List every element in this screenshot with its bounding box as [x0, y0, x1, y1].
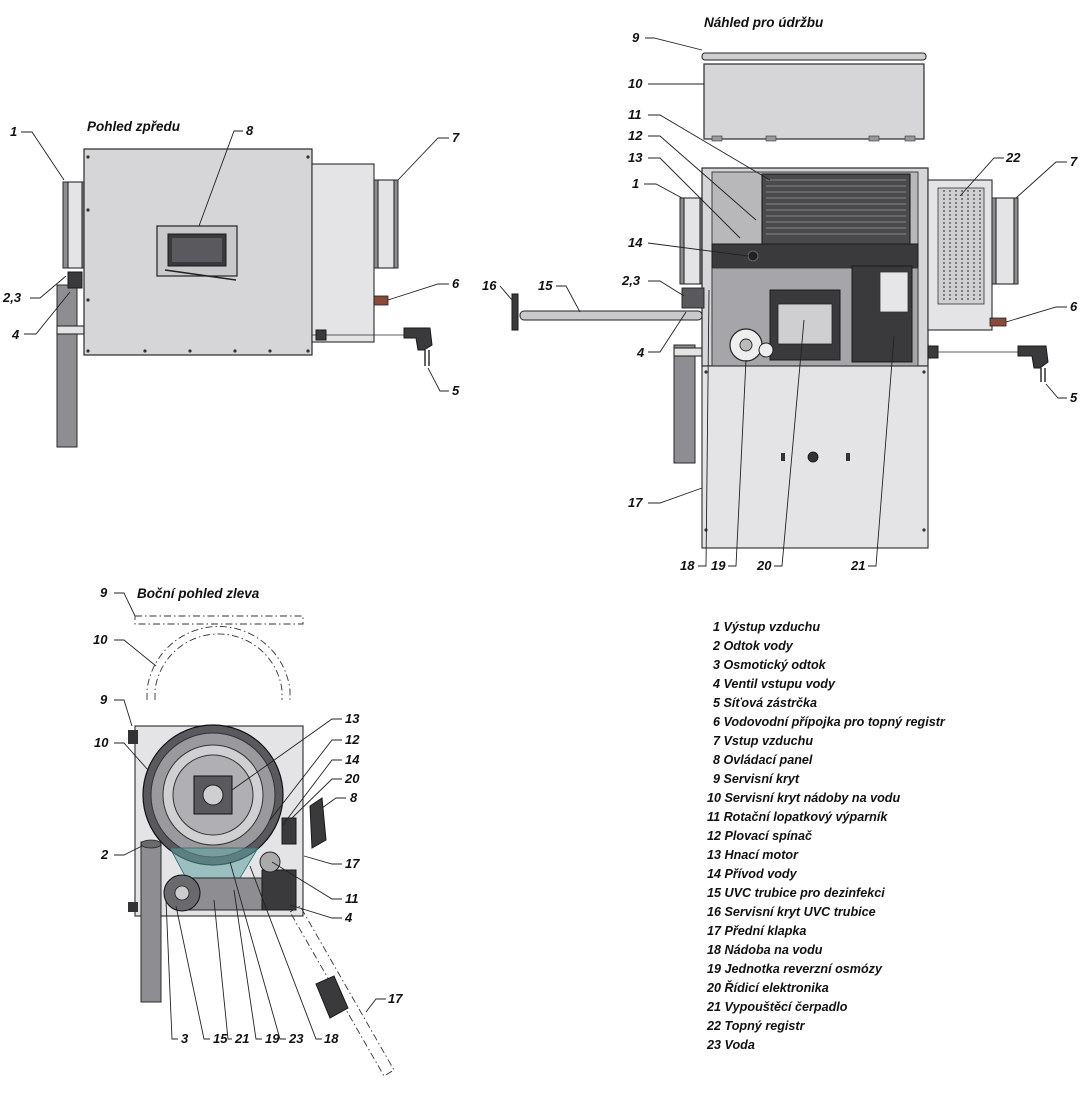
front-power-plug: [403, 327, 433, 351]
legend-item: 9 Servisní kryt: [713, 772, 800, 786]
callout-label: 20: [756, 558, 772, 573]
callout-label: 21: [234, 1031, 249, 1046]
legend-item: 19 Jednotka reverzní osmózy: [707, 962, 883, 976]
legend-item: 21 Vypouštěcí čerpadlo: [706, 1000, 848, 1014]
side-service-cover: [134, 615, 304, 625]
legend: 1 Výstup vzduchu 2 Odtok vody 3 Osmotick…: [706, 620, 946, 1052]
service-cover: [701, 52, 927, 61]
legend-item: 1 Výstup vzduchu: [713, 620, 820, 634]
legend-item: 22 Topný registr: [706, 1019, 806, 1033]
legend-item: 7 Vstup vzduchu: [713, 734, 813, 748]
legend-item: 15 UVC trubice pro dezinfekci: [707, 886, 885, 900]
callout-label: 19: [711, 558, 726, 573]
callout-label: 8: [350, 790, 358, 805]
callout-label: 2,3: [2, 290, 22, 305]
callout-label: 18: [680, 558, 695, 573]
side-tank-cover: [146, 626, 291, 700]
side-support-pole: [140, 841, 162, 1003]
tank-service-cover: [703, 63, 925, 140]
uvc-tube: [519, 310, 703, 321]
legend-item: 11 Rotační lopatkový výparník: [707, 810, 888, 824]
callout-label: 2,3: [621, 273, 641, 288]
callout-label: 11: [628, 107, 642, 122]
legend-item: 16 Servisní kryt UVC trubice: [707, 905, 876, 919]
callout-label: 12: [628, 128, 643, 143]
legend-item: 4 Ventil vstupu vody: [712, 677, 836, 691]
callout-label: 10: [628, 76, 643, 91]
callout-label: 13: [345, 711, 360, 726]
legend-item: 2 Odtok vody: [712, 639, 794, 653]
callout-label: 7: [1070, 154, 1078, 169]
heating-register: [937, 187, 985, 305]
callout-label: 2: [100, 847, 109, 862]
legend-item: 5 Síťová zástrčka: [713, 696, 817, 710]
callout-label: 4: [636, 345, 645, 360]
callout-label: 10: [94, 735, 109, 750]
side-front-flap: [289, 905, 395, 1077]
callout-label: 18: [324, 1031, 339, 1046]
rotary-evaporator: [761, 173, 911, 245]
callout-label: 7: [452, 130, 460, 145]
legend-item: 17 Přední klapka: [707, 924, 806, 938]
maintenance-view-title: Náhled pro údržbu: [704, 15, 824, 30]
maint-support-pole: [673, 344, 696, 464]
callout-label: 9: [100, 692, 108, 707]
legend-item: 23 Voda: [706, 1038, 755, 1052]
callout-label: 17: [388, 991, 403, 1006]
callout-label: 1: [10, 124, 17, 139]
callout-label: 21: [850, 558, 865, 573]
callout-label: 22: [1005, 150, 1021, 165]
callout-label: 14: [345, 752, 360, 767]
legend-item: 12 Plovací spínač: [707, 829, 812, 843]
callout-label: 15: [538, 278, 553, 293]
callout-label: 12: [345, 732, 360, 747]
legend-item: 8 Ovládací panel: [713, 753, 813, 767]
legend-item: 14 Přívod vody: [707, 867, 798, 881]
front-heating-connection: [373, 295, 389, 306]
callout-label: 9: [632, 30, 640, 45]
side-control-panel: [309, 797, 327, 849]
maintenance-view: Náhled pro údržbu: [482, 15, 1078, 573]
callout-label: 5: [1070, 390, 1078, 405]
legend-item: 3 Osmotický odtok: [713, 658, 827, 672]
front-view: Pohled zpředu: [2, 119, 460, 448]
front-view-title: Pohled zpředu: [87, 119, 181, 134]
callout-label: 11: [345, 891, 359, 906]
legend-item: 20 Řídicí elektronika: [706, 980, 829, 995]
front-support-pole: [56, 284, 78, 448]
callout-label: 19: [265, 1031, 280, 1046]
water-inlet-port: [747, 250, 759, 262]
callout-label: 4: [344, 910, 353, 925]
callout-label: 13: [628, 150, 643, 165]
callout-label: 10: [93, 632, 108, 647]
callout-label: 8: [246, 123, 254, 138]
callout-label: 6: [452, 276, 460, 291]
maint-power-plug: [1017, 345, 1049, 369]
water-tank-band: [711, 243, 919, 269]
callout-label: 23: [288, 1031, 304, 1046]
callout-label: 17: [628, 495, 643, 510]
uvc-tube-cover: [511, 293, 519, 331]
side-view-title: Boční pohled zleva: [137, 586, 260, 601]
callout-label: 5: [452, 383, 460, 398]
front-duct-section: [311, 163, 375, 343]
callout-label: 4: [11, 327, 20, 342]
callout-label: 17: [345, 856, 360, 871]
side-view: Boční pohled zleva 9: [93, 585, 403, 1077]
legend-item: 6 Vodovodní přípojka pro topný registr: [713, 715, 946, 729]
callout-label: 1: [632, 176, 639, 191]
callout-label: 20: [344, 771, 360, 786]
legend-item: 10 Servisní kryt nádoby na vodu: [707, 791, 900, 805]
callout-label: 16: [482, 278, 497, 293]
callout-label: 3: [181, 1031, 189, 1046]
callout-label: 6: [1070, 299, 1078, 314]
front-water-valve: [67, 271, 83, 289]
callout-label: 15: [213, 1031, 228, 1046]
legend-item: 13 Hnací motor: [707, 848, 799, 862]
callout-label: 14: [628, 235, 643, 250]
callout-label: 9: [100, 585, 108, 600]
legend-item: 18 Nádoba na vodu: [707, 943, 823, 957]
